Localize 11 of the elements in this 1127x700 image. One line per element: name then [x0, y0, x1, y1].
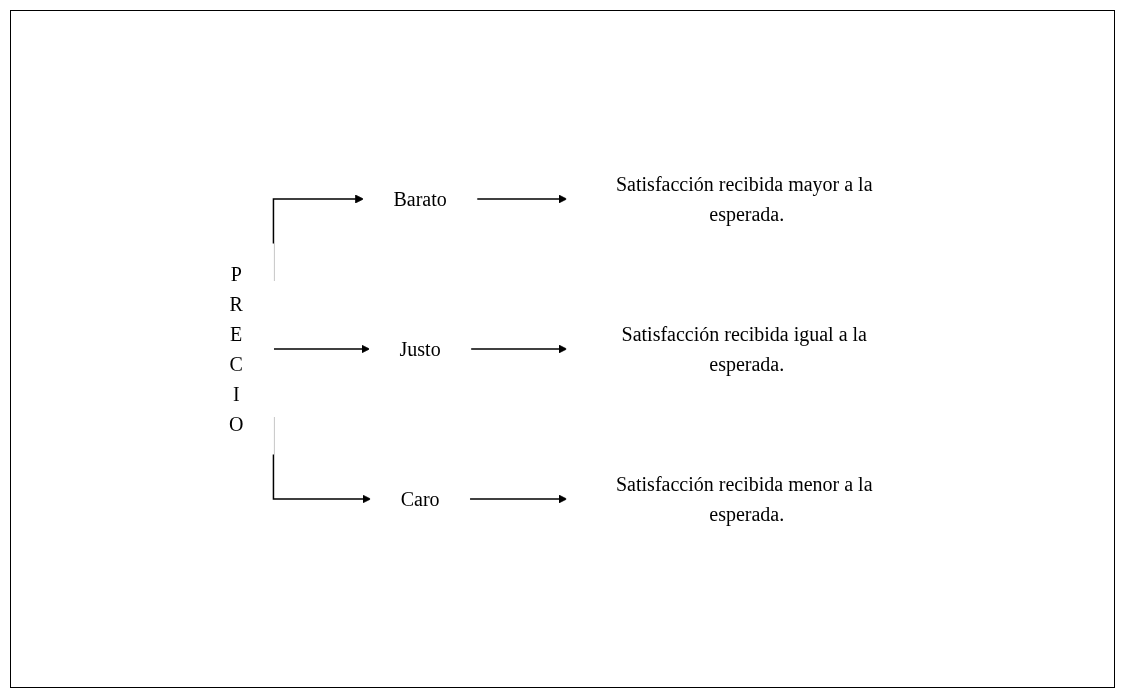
- node-text: Satisfacción recibida mayor a la esperada.: [615, 173, 873, 225]
- node-text: Caro: [400, 488, 440, 510]
- node-text: Barato: [393, 188, 447, 210]
- frame-border: P R E C I O Barato Satisfacción recibida mayor a la esperada. Justo Satisfacción recibida igual a la esperada. Caro Satisfacción recibida menor a la esperada.: [10, 10, 1115, 688]
- arrow: [469, 344, 567, 354]
- node-text: Satisfacción recibida igual a la esperada.: [621, 323, 867, 375]
- arrow: [272, 344, 370, 354]
- node-text: Justo: [399, 338, 441, 360]
- arrow: [468, 494, 567, 504]
- arrow: [475, 194, 567, 204]
- node-text: Satisfacción recibida menor a la esperada.: [615, 473, 873, 525]
